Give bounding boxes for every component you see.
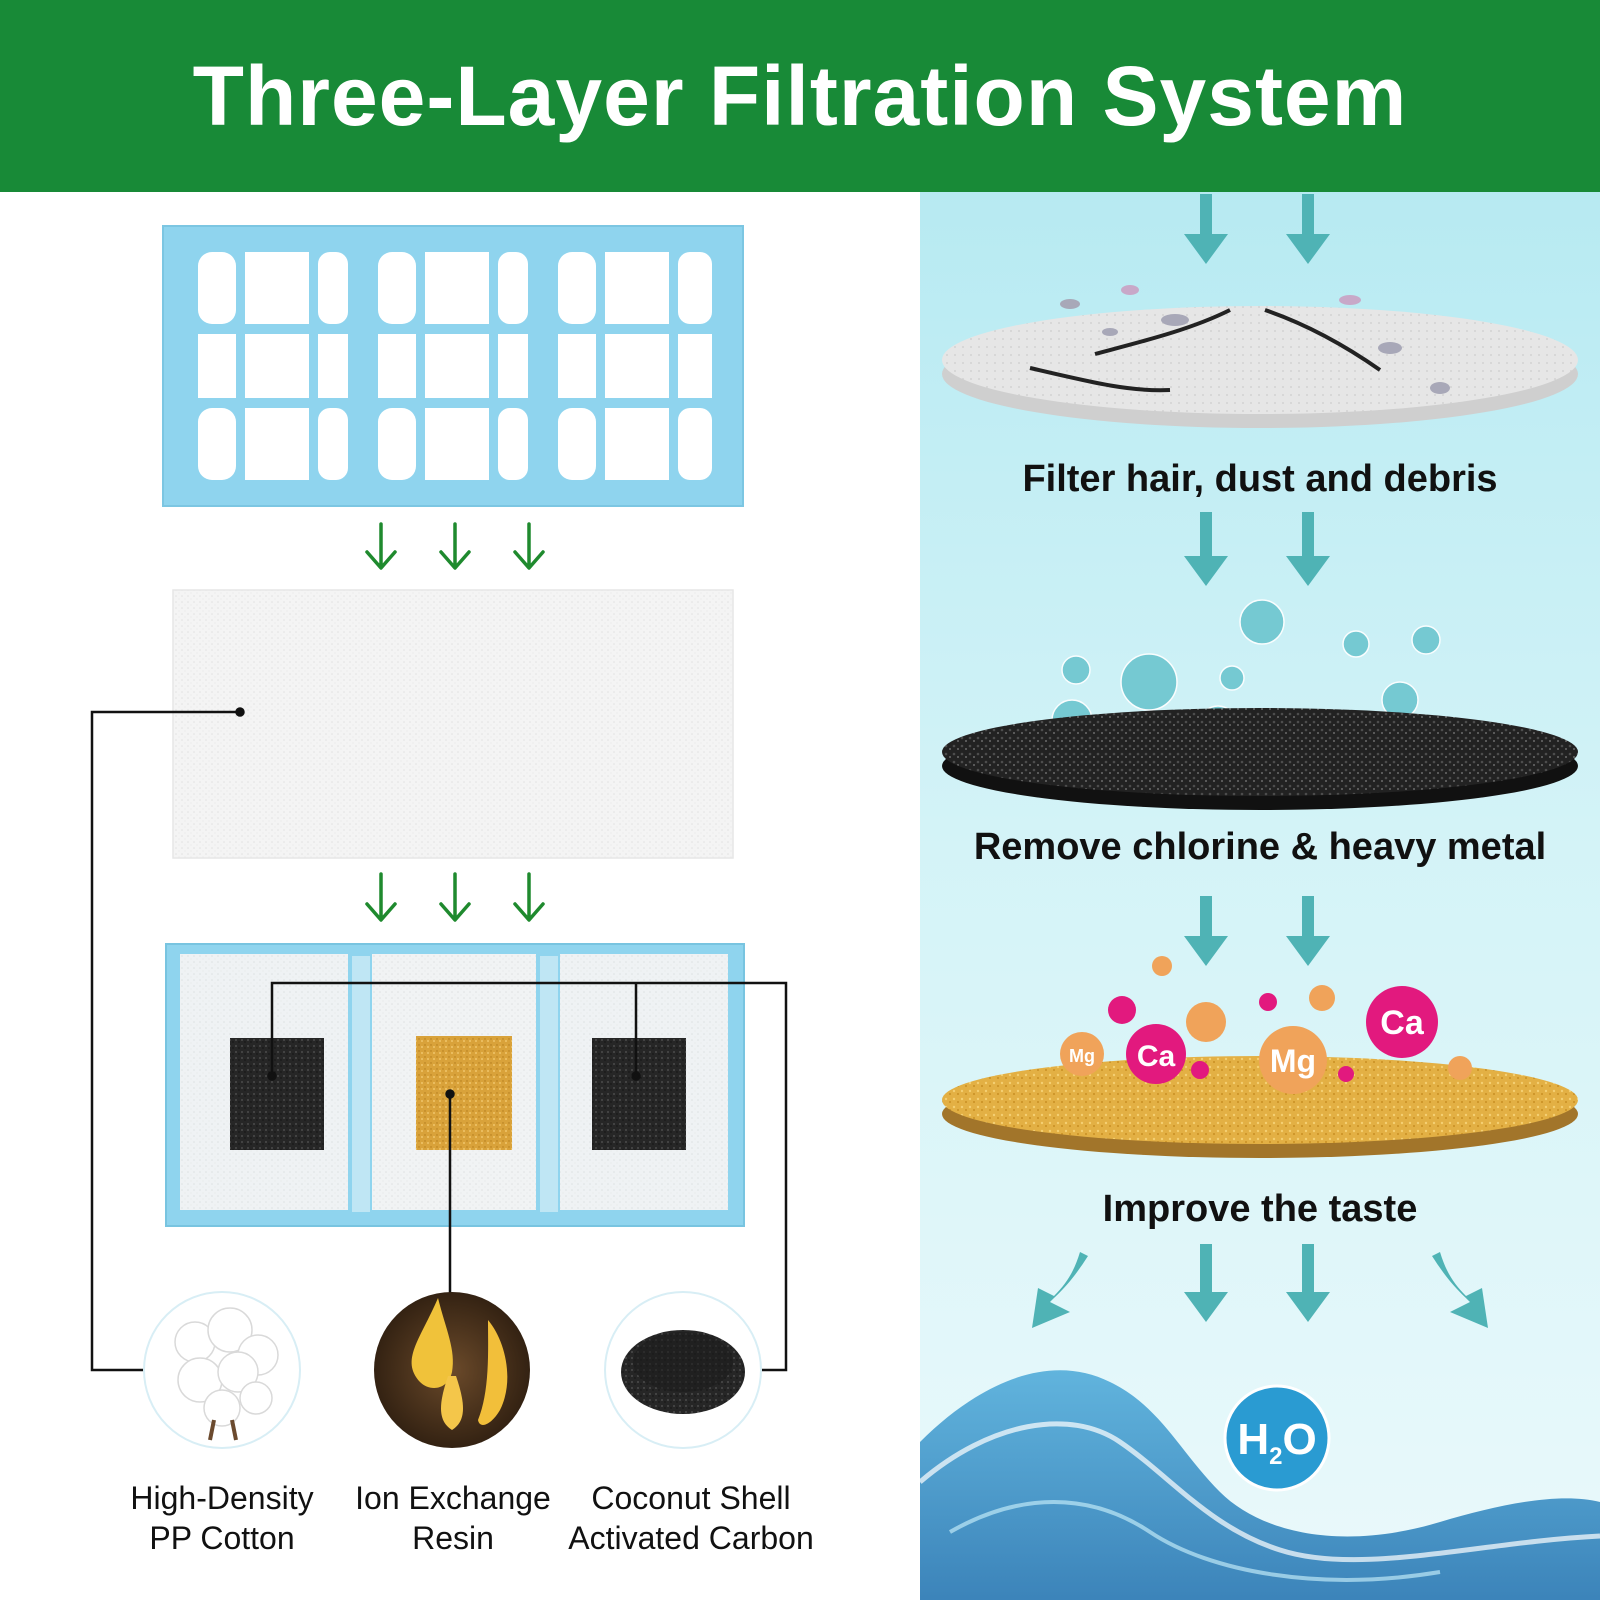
calcium-label: Ca — [1137, 1040, 1176, 1073]
green-down-arrow-icon — [513, 872, 545, 922]
title-banner: Three-Layer Filtration System — [0, 0, 1600, 192]
bubble-icon — [1120, 653, 1178, 711]
material-label-pp-cotton: High-Density PP Cotton — [102, 1478, 342, 1558]
magnesium-ball — [1060, 1032, 1104, 1076]
teal-curved-arrow-icon — [1032, 1252, 1088, 1328]
calcium-ball — [1366, 986, 1438, 1058]
teal-down-arrow-icon — [1286, 896, 1330, 966]
magnesium-ball — [1259, 1026, 1327, 1094]
material-line: Ion Exchange — [355, 1480, 551, 1516]
calcium-ball — [1126, 1024, 1186, 1084]
pp-cotton-sheet — [172, 589, 734, 859]
media-tray — [165, 943, 745, 1227]
wave-icon — [920, 1370, 1600, 1600]
carbon-window-left — [230, 1038, 324, 1150]
teal-arrows-1 — [1184, 194, 1330, 264]
bubble-icon — [1411, 625, 1441, 655]
h2o-label: H2O — [1237, 1415, 1316, 1470]
teal-arrows-4 — [1032, 1244, 1488, 1328]
material-line: High-Density — [130, 1480, 314, 1516]
leader-lines — [90, 707, 788, 1372]
teal-down-arrow-icon — [1184, 194, 1228, 264]
carbon-window-right — [592, 1038, 686, 1150]
stage2-disc — [942, 708, 1578, 810]
green-down-arrow-icon — [365, 522, 397, 570]
bubble-icon — [1061, 655, 1091, 685]
bubble-icon — [1342, 630, 1370, 658]
teal-curved-arrow-icon — [1432, 1252, 1488, 1328]
teal-down-arrow-icon — [1286, 194, 1330, 264]
top-grid-frame — [162, 225, 744, 507]
green-down-arrow-icon — [513, 522, 545, 570]
h2o-badge — [1223, 1384, 1331, 1492]
stage2-caption: Remove chlorine & heavy metal — [973, 826, 1547, 868]
stage1-caption: Filter hair, dust and debris — [1022, 458, 1498, 500]
material-line: Activated Carbon — [568, 1520, 814, 1556]
calcium-label: Ca — [1380, 1004, 1425, 1042]
stage3-caption: Improve the taste — [1102, 1188, 1418, 1230]
material-line: Resin — [412, 1520, 494, 1556]
material-label-carbon: Coconut Shell Activated Carbon — [551, 1478, 831, 1558]
green-down-arrow-icon — [365, 872, 397, 922]
bubble-icon — [1219, 665, 1245, 691]
green-down-arrow-icon — [439, 872, 471, 922]
stage1-disc — [942, 285, 1578, 428]
stages-illustration: Ca Mg Mg Ca H2O — [920, 194, 1600, 1600]
material-label-resin: Ion Exchange Resin — [333, 1478, 573, 1558]
green-down-arrow-icon — [439, 522, 471, 570]
material-line: PP Cotton — [149, 1520, 295, 1556]
material-line: Coconut Shell — [591, 1480, 791, 1516]
green-arrows-bottom — [365, 872, 545, 922]
teal-down-arrow-icon — [1286, 1244, 1330, 1322]
teal-arrows-3 — [1184, 896, 1330, 966]
resin-window — [416, 1036, 512, 1150]
teal-down-arrow-icon — [1184, 1244, 1228, 1322]
magnesium-label: Mg — [1069, 1046, 1095, 1066]
resin-drop-icon — [374, 1292, 530, 1448]
teal-down-arrow-icon — [1184, 896, 1228, 966]
bubble-icon — [1239, 599, 1285, 645]
magnesium-label: Mg — [1270, 1043, 1316, 1079]
filtration-stages-panel: Ca Mg Mg Ca H2O Filter hair, dust and de… — [920, 192, 1600, 1600]
page-title: Three-Layer Filtration System — [192, 48, 1408, 143]
teal-down-arrow-icon — [1286, 512, 1330, 586]
stage3-disc — [942, 1056, 1578, 1158]
mineral-balls — [1060, 956, 1472, 1094]
teal-arrows-2 — [1184, 512, 1330, 586]
cotton-icon — [143, 1291, 301, 1449]
filter-layers-diagram — [90, 225, 788, 1449]
teal-down-arrow-icon — [1184, 512, 1228, 586]
carbon-granules-icon — [604, 1291, 762, 1449]
green-arrows-top — [365, 522, 545, 570]
